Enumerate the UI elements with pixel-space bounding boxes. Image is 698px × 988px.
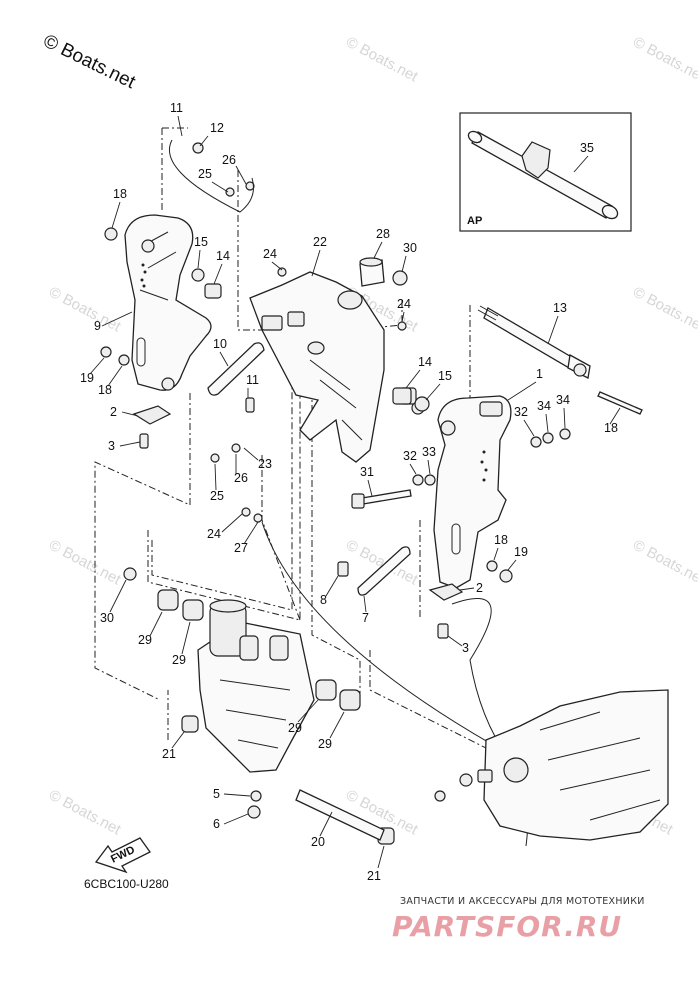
callout-21: 21 xyxy=(162,747,176,761)
diagram-code: 6CBC100-U280 xyxy=(84,877,169,891)
inset-box: AP 35 xyxy=(459,112,632,232)
callout-15: 15 xyxy=(194,235,208,249)
callout-2: 2 xyxy=(476,581,483,595)
watermark: © Boats.net xyxy=(343,537,421,589)
callout-29: 29 xyxy=(138,633,152,647)
wire-11 xyxy=(168,139,254,213)
callout-22: 22 xyxy=(313,235,327,249)
callout-13: 13 xyxy=(553,301,567,315)
shop-brand-logo: PARTSFOR.RU xyxy=(392,910,622,943)
bushing-29-d xyxy=(339,689,361,711)
callout-2: 2 xyxy=(110,405,117,419)
watermark: © Boats.net xyxy=(46,537,124,589)
callout-31: 31 xyxy=(360,465,374,479)
inset-pipe xyxy=(467,130,619,220)
tilt-shaft xyxy=(477,305,591,379)
callout-20: 20 xyxy=(311,835,325,849)
callout-7: 8 xyxy=(320,593,327,607)
bolt-17 xyxy=(597,391,643,415)
callout-32: 32 xyxy=(403,449,417,463)
lever-6 xyxy=(357,546,411,596)
callout-3: 3 xyxy=(108,439,115,453)
callout-14: 14 xyxy=(216,249,230,263)
watermark: © Boats.net xyxy=(630,34,698,86)
callout-34: 34 xyxy=(556,393,570,407)
swivel-bracket xyxy=(249,271,385,463)
washer-15-right xyxy=(414,396,430,412)
callout-24: 24 xyxy=(263,247,277,261)
callouts: 11 12 26 25 18 15 14 24 22 28 30 24 13 9… xyxy=(80,101,621,883)
callout-30: 30 xyxy=(100,611,114,625)
callout-25: 25 xyxy=(198,167,212,181)
copyright-text: © Boats.net xyxy=(40,31,139,94)
callout-19: 19 xyxy=(80,371,94,385)
callout-30: 30 xyxy=(403,241,417,255)
callout-8: 9 xyxy=(94,319,101,333)
bushing-14-right xyxy=(392,387,412,405)
plate-2-left xyxy=(132,405,172,425)
callout-6: 7 xyxy=(362,611,369,625)
watermark: © Boats.net xyxy=(630,537,698,589)
callout-11: 11 xyxy=(170,101,183,115)
callout-29: 29 xyxy=(318,737,332,751)
bushing-21-left xyxy=(181,715,199,733)
plate-2-right xyxy=(428,583,464,601)
bushing-29-c xyxy=(315,679,337,701)
watermark: © Boats.net xyxy=(46,284,124,336)
watermark: © Boats.net xyxy=(46,787,124,839)
callout-25: 25 xyxy=(210,489,224,503)
callout-23: 23 xyxy=(258,457,272,471)
callout-24: 24 xyxy=(207,527,221,541)
callout-21: 21 xyxy=(367,869,381,883)
callout-17: 18 xyxy=(604,421,618,435)
callout-9: 10 xyxy=(213,337,227,351)
inset-label: AP xyxy=(467,215,482,227)
callout-3: 3 xyxy=(462,641,469,655)
callout-24: 24 xyxy=(397,297,411,311)
callout-14: 14 xyxy=(418,355,432,369)
bushing-29-b xyxy=(182,599,204,621)
fwd-arrow: FWD xyxy=(94,837,151,874)
shop-caption: ЗАПЧАСТИ И АКСЕССУАРЫ ДЛЯ МОТОТЕХНИКИ xyxy=(400,896,645,907)
callout-1: 1 xyxy=(536,367,543,381)
callout-29: 29 xyxy=(288,721,302,735)
callout-18: 18 xyxy=(98,383,112,397)
watermark: © Boats.net xyxy=(343,34,421,86)
callout-26: 26 xyxy=(234,471,248,485)
shaft-20 xyxy=(295,789,385,841)
callout-28: 28 xyxy=(376,227,390,241)
callout-26: 26 xyxy=(222,153,236,167)
watermark: © Boats.net xyxy=(630,284,698,336)
bushing-28 xyxy=(359,257,385,287)
callout-27: 27 xyxy=(234,541,248,555)
callout-15: 15 xyxy=(438,369,452,383)
callout-18: 18 xyxy=(494,533,508,547)
tilt-cylinder-unit xyxy=(197,599,315,773)
left-bracket xyxy=(124,214,212,391)
callout-4: 5 xyxy=(213,787,220,801)
bushing-29-a xyxy=(157,589,179,611)
callout-34: 34 xyxy=(537,399,551,413)
callout-16: 18 xyxy=(113,187,127,201)
callout-29: 29 xyxy=(172,653,186,667)
lower-unit-partial xyxy=(434,689,669,841)
lever-9 xyxy=(207,342,265,396)
callout-33: 33 xyxy=(422,445,436,459)
bolt-31 xyxy=(351,489,412,509)
callout-32: 32 xyxy=(514,405,528,419)
right-bracket xyxy=(433,395,512,589)
callout-12: 12 xyxy=(210,121,224,135)
callout-19: 19 xyxy=(514,545,528,559)
callout-5: 6 xyxy=(213,817,220,831)
callout-35: 35 xyxy=(580,141,594,155)
ring-30 xyxy=(392,270,408,286)
callout-10: 11 xyxy=(246,373,259,387)
wire-2 xyxy=(451,598,511,761)
